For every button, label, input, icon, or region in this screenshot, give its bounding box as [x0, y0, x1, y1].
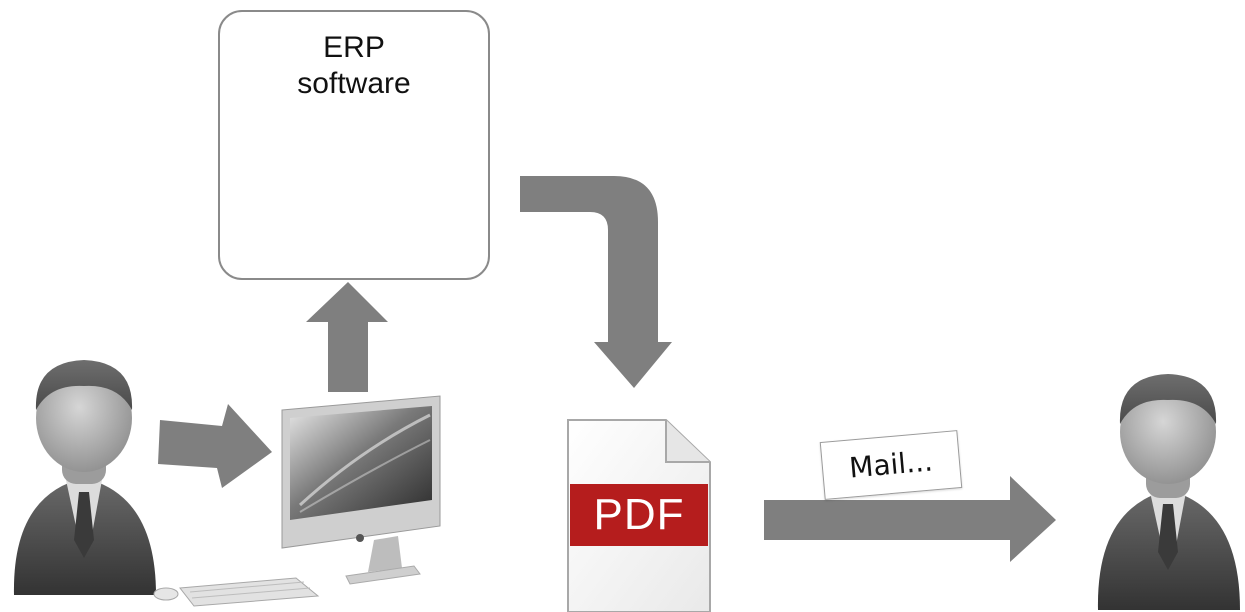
arrow-computer-to-erp [306, 282, 388, 392]
erp-software-box [218, 10, 490, 280]
erp-title-line2: software [297, 67, 411, 100]
arrow-erp-to-pdf [520, 176, 672, 388]
recipient-person-icon [1097, 374, 1240, 610]
arrow-person-to-computer [158, 404, 272, 488]
pdf-label: PDF [570, 484, 708, 546]
erp-title-line1: ERP [323, 31, 385, 64]
erp-title: ERP software [218, 30, 490, 102]
desktop-computer-icon [153, 395, 441, 607]
arrow-pdf-to-recipient [764, 476, 1056, 562]
mail-note: Mail... [819, 430, 963, 500]
sender-person-icon [13, 360, 156, 595]
